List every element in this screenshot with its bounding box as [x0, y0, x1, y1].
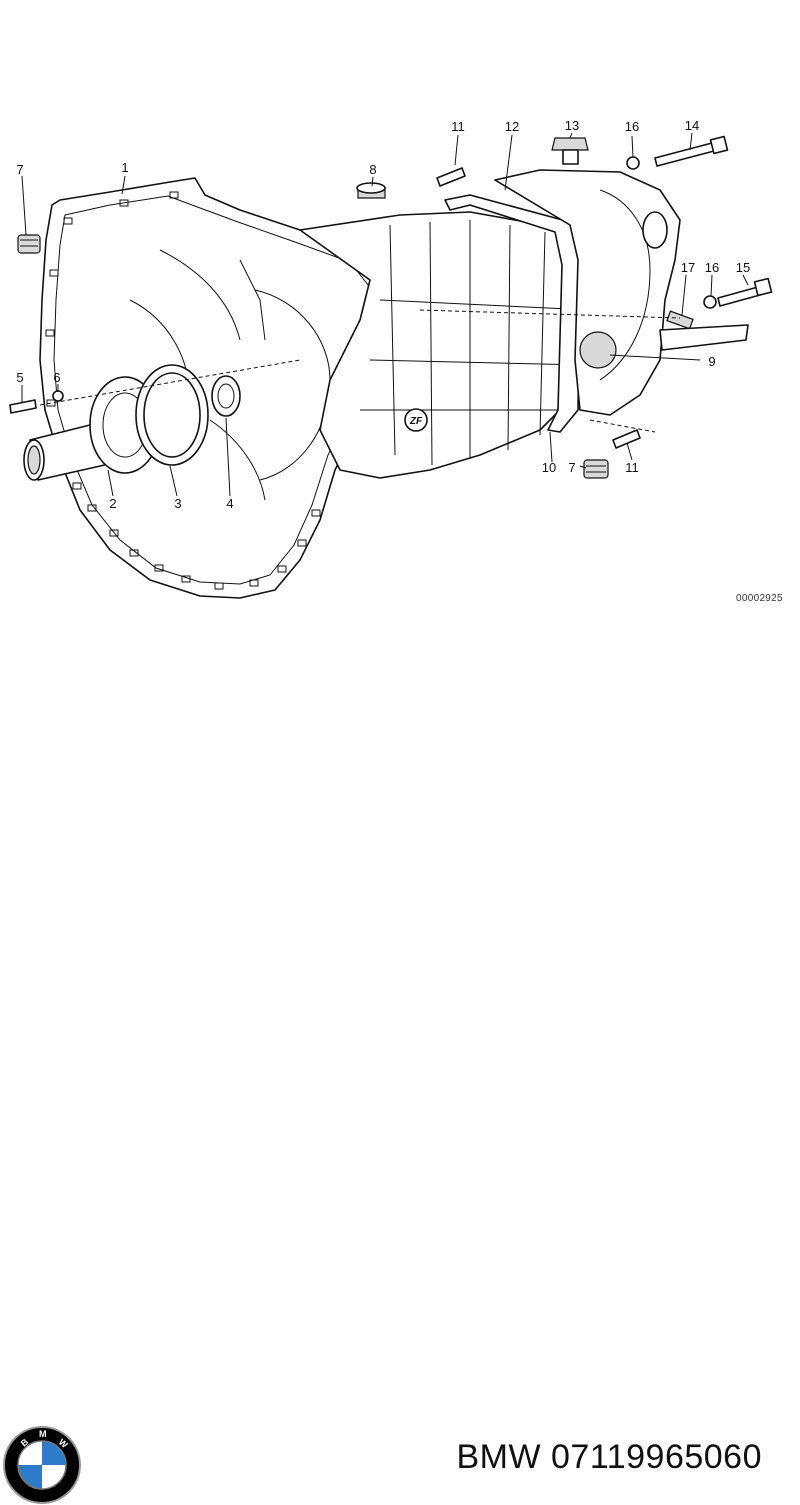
callout-7-lower: 7	[568, 460, 575, 475]
callout-13: 13	[565, 118, 579, 133]
callout-16-right: 16	[705, 260, 719, 275]
leader-lines	[21, 132, 749, 497]
svg-text:M: M	[39, 1429, 47, 1439]
diagram-number: 00002925	[736, 593, 783, 604]
callout-4: 4	[226, 496, 233, 511]
callout-9: 9	[708, 354, 715, 369]
input-shaft-assembly	[23, 364, 241, 481]
callout-8: 8	[369, 162, 376, 177]
footer: B M W BMW 07119965060	[0, 700, 800, 1504]
callout-17: 17	[681, 260, 695, 275]
callout-2: 2	[109, 496, 116, 511]
gearbox-case: ZF	[299, 211, 601, 479]
callout-11-lower: 11	[625, 460, 639, 475]
callout-6: 6	[53, 370, 60, 385]
callout-12: 12	[505, 119, 519, 134]
brand-name: BMW	[456, 1438, 542, 1476]
callout-7-left: 7	[16, 162, 23, 177]
callout-3: 3	[174, 496, 181, 511]
part-number: 07119965060	[551, 1438, 762, 1476]
callout-5: 5	[16, 370, 23, 385]
transmission-exploded-diagram: ZF	[9, 118, 773, 599]
bmw-logo-icon: B M W	[3, 1426, 81, 1504]
callout-14: 14	[685, 118, 699, 133]
callout-10: 10	[542, 460, 556, 475]
rear-extension-housing	[494, 169, 681, 416]
callout-labels: 1 2 3 4 5 6 7 7 8 9 10 11 11 12 13 16 14…	[16, 118, 750, 511]
callout-16-top: 16	[625, 119, 639, 134]
small-parts	[9, 135, 773, 479]
callout-1: 1	[121, 160, 128, 175]
callout-15: 15	[736, 260, 750, 275]
zf-badge-text: ZF	[409, 416, 423, 427]
callout-11-top: 11	[451, 119, 465, 134]
part-label: BMW 07119965060	[456, 1438, 762, 1477]
